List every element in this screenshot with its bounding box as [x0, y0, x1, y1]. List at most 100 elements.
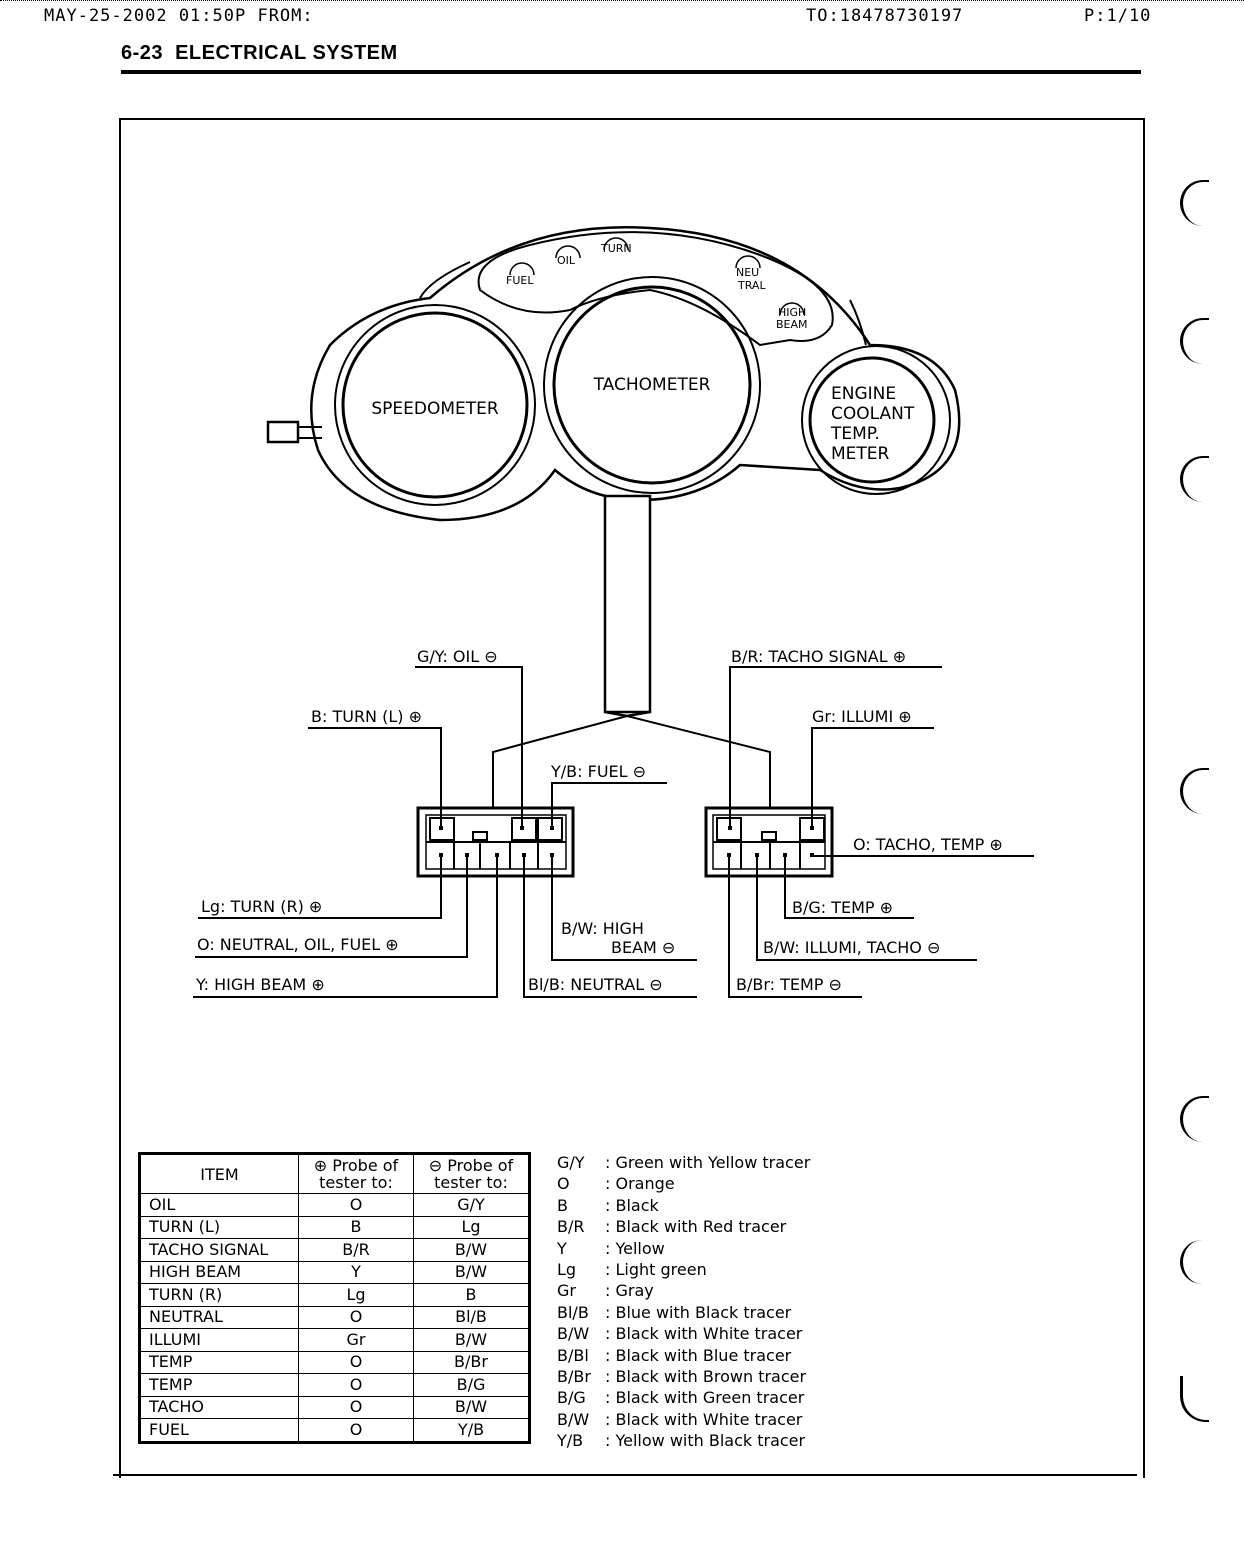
cell-plus-probe: O	[298, 1193, 414, 1217]
cell-minus-probe: B/W	[413, 1238, 530, 1262]
wire-label-br-tacho: B/R: TACHO SIGNAL ⊕	[731, 647, 906, 666]
cell-minus-probe: B/W	[413, 1260, 530, 1284]
legend-item: Bl/B: Blue with Black tracer	[557, 1302, 810, 1323]
legend-code: B/Bl	[557, 1345, 589, 1365]
wire-label-bbr-temp: B/Br: TEMP ⊖	[736, 975, 842, 994]
legend-code: B/Br	[557, 1366, 591, 1386]
page-title: 6-23 ELECTRICAL SYSTEM	[121, 42, 398, 65]
cell-item: OIL	[139, 1193, 299, 1217]
legend-item: G/Y: Green with Yellow tracer	[557, 1152, 810, 1173]
speedometer-label: SPEEDOMETER	[371, 399, 499, 419]
binder-hole	[1180, 180, 1209, 226]
cell-plus-probe: Y	[298, 1260, 414, 1284]
legend-description: : Black with Blue tracer	[605, 1345, 792, 1365]
cell-minus-probe: Bl/B	[413, 1305, 530, 1329]
meter-housing	[310, 226, 961, 522]
cell-item: TACHO	[139, 1395, 299, 1419]
section-number: 6-23	[121, 42, 164, 64]
speedometer-bezel	[334, 304, 536, 506]
coolant-label-4: METER	[831, 444, 890, 464]
wire-label-bw-illumi-tacho: B/W: ILLUMI, TACHO ⊖	[763, 938, 940, 957]
connector-right	[704, 806, 834, 878]
cell-item: TURN (L)	[139, 1215, 299, 1239]
cell-plus-probe: Lg	[298, 1283, 414, 1307]
oil-indicator-icon: OIL	[557, 254, 576, 267]
legend-code: O	[557, 1174, 570, 1194]
legend-item: B/W: Black with White tracer	[557, 1323, 810, 1344]
cell-item: TACHO SIGNAL	[139, 1238, 299, 1262]
cell-minus-probe: B/W	[413, 1395, 530, 1419]
legend-description: : Black with Red tracer	[605, 1217, 787, 1237]
legend-description: : Black with Brown tracer	[605, 1366, 807, 1386]
cell-item: TEMP	[139, 1373, 299, 1397]
tachometer-bezel	[543, 276, 761, 494]
high-beam-indicator-icon: HIGH	[778, 306, 806, 319]
legend-description: : Black with White tracer	[605, 1409, 803, 1429]
legend-code: B/R	[557, 1217, 585, 1237]
wire-label-gr-illumi: Gr: ILLUMI ⊕	[812, 707, 912, 726]
diagram-frame	[119, 118, 1145, 1478]
tachometer-label: TACHOMETER	[593, 375, 711, 395]
coolant-meter-bezel	[801, 345, 951, 495]
high-beam-indicator-label-2: BEAM	[776, 318, 808, 331]
legend-description: : Black with Green tracer	[605, 1388, 805, 1408]
legend-item: O: Orange	[557, 1173, 810, 1194]
neutral-indicator-icon: NEU	[736, 266, 759, 279]
cell-plus-probe: O	[298, 1373, 414, 1397]
indicator-panel	[477, 231, 834, 347]
wire-harness	[603, 494, 652, 714]
cell-plus-probe: B/R	[298, 1238, 414, 1262]
legend-code: Lg	[557, 1259, 577, 1279]
wire-label-bg-temp: B/G: TEMP ⊕	[792, 898, 893, 917]
diagram-frame-bottom	[113, 1474, 1137, 1476]
legend-item: Gr: Gray	[557, 1280, 810, 1301]
cell-minus-probe: B/W	[413, 1328, 530, 1352]
legend-description: : Yellow with Black tracer	[605, 1431, 806, 1451]
cell-plus-probe: O	[298, 1350, 414, 1374]
wire-label-b-turn-l: B: TURN (L) ⊕	[311, 707, 422, 726]
legend-item: B/Br : Black with Brown tracer	[557, 1366, 810, 1387]
cell-minus-probe: B/Br	[413, 1350, 530, 1374]
binder-hole	[1180, 1096, 1209, 1142]
binder-hole	[1180, 318, 1209, 364]
wire-label-gy-oil: G/Y: OIL ⊖	[417, 647, 498, 666]
binder-hole	[1180, 768, 1209, 814]
coolant-label-1: ENGINE	[831, 384, 896, 404]
legend-code: Gr	[557, 1281, 576, 1301]
legend-code: Bl/B	[557, 1302, 589, 1322]
cell-item: FUEL	[139, 1418, 299, 1443]
wire-label-yb-fuel: Y/B: FUEL ⊖	[550, 762, 646, 781]
legend-item: Y : Yellow	[557, 1238, 810, 1259]
fax-recipient: TO:18478730197	[806, 6, 964, 26]
cell-minus-probe: B	[413, 1283, 530, 1307]
cell-plus-probe: O	[298, 1418, 414, 1443]
coolant-meter-dial	[808, 356, 936, 484]
cell-item: NEUTRAL	[139, 1305, 299, 1329]
legend-item: B/G : Black with Green tracer	[557, 1387, 810, 1408]
legend-code: Y	[557, 1238, 567, 1258]
legend-item: Y/B: Yellow with Black tracer	[557, 1430, 810, 1451]
legend-description: : Yellow	[605, 1238, 665, 1258]
cell-minus-probe: G/Y	[413, 1193, 530, 1217]
legend-code: B/W	[557, 1324, 590, 1344]
cell-plus-probe: O	[298, 1395, 414, 1419]
legend-description: : Green with Yellow tracer	[605, 1153, 811, 1172]
legend-item: B/Bl : Black with Blue tracer	[557, 1345, 810, 1366]
wire-label-blb-neutral: Bl/B: NEUTRAL ⊖	[528, 975, 663, 994]
wire-label-lg-turn-r: Lg: TURN (R) ⊕	[201, 897, 322, 916]
legend-code: B/G	[557, 1388, 586, 1408]
wire-label-bw-beam: BEAM ⊖	[611, 938, 675, 957]
cell-plus-probe: O	[298, 1305, 414, 1329]
